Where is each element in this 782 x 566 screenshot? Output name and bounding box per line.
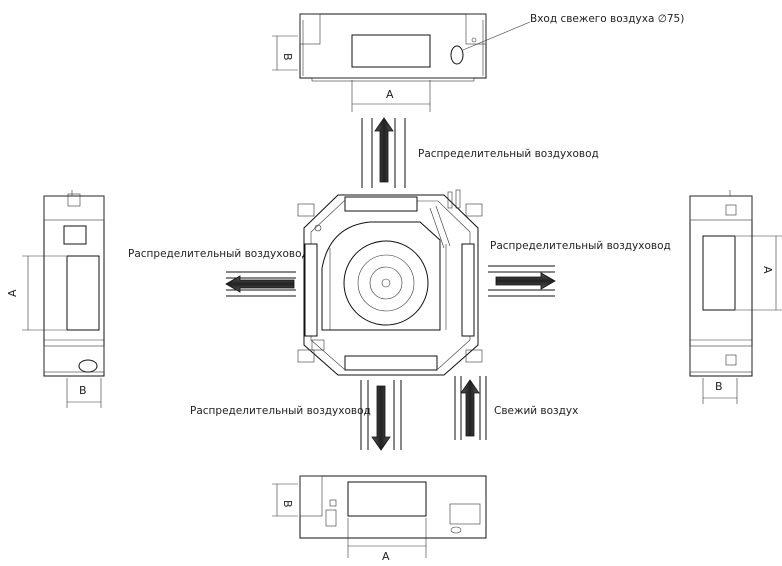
fan-outer-circle [343,240,429,326]
top-view-unit: B A [272,13,487,112]
right-view-unit: A B [689,190,782,404]
right-dim-b: B [715,380,723,393]
arrow-up-fresh-icon [460,379,480,437]
grille-bottom [344,355,438,371]
left-view-unit: A B [6,190,105,408]
bottom-dim-b: B [281,500,294,508]
duct-left-label: Распределительный воздуховод [128,248,309,260]
corner-bracket-br [465,349,483,363]
arrow-left-icon [225,275,295,293]
top-duct [361,117,406,188]
corner-bracket-bl [297,349,315,363]
right-duct [488,265,556,297]
left-dim-b: B [79,384,87,397]
bottom-dim-a: A [382,550,390,562]
right-dim-a: A [761,266,774,274]
duct-bottom-label: Распределительный воздуховод [190,405,371,417]
corner-bracket-tr [465,203,483,217]
left-dim-a: A [6,289,19,297]
duct-top-label: Распределительный воздуховод [418,148,599,160]
left-duct [225,271,296,297]
duct-right-label: Распределительный воздуховод [490,240,671,252]
bottom-view-unit: B A [272,475,487,563]
arrow-right-icon [495,272,556,290]
fresh-air-label: Свежий воздух [494,405,578,417]
arrow-up-icon [374,117,394,183]
arrow-down-icon [371,385,391,451]
fresh-air-leader [462,21,531,51]
corner-bracket-tl [297,203,315,217]
grille-top [344,196,418,212]
fresh-air-inlet-label: Вход свежего воздуха ∅75) [530,13,684,25]
top-dim-b: B [281,53,294,61]
grille-left [304,243,318,337]
center-cassette-unit [297,189,483,376]
bottom-duct-left [360,380,402,451]
grille-right [461,243,475,337]
bottom-duct-right [454,376,487,440]
top-dim-a: A [386,88,394,101]
